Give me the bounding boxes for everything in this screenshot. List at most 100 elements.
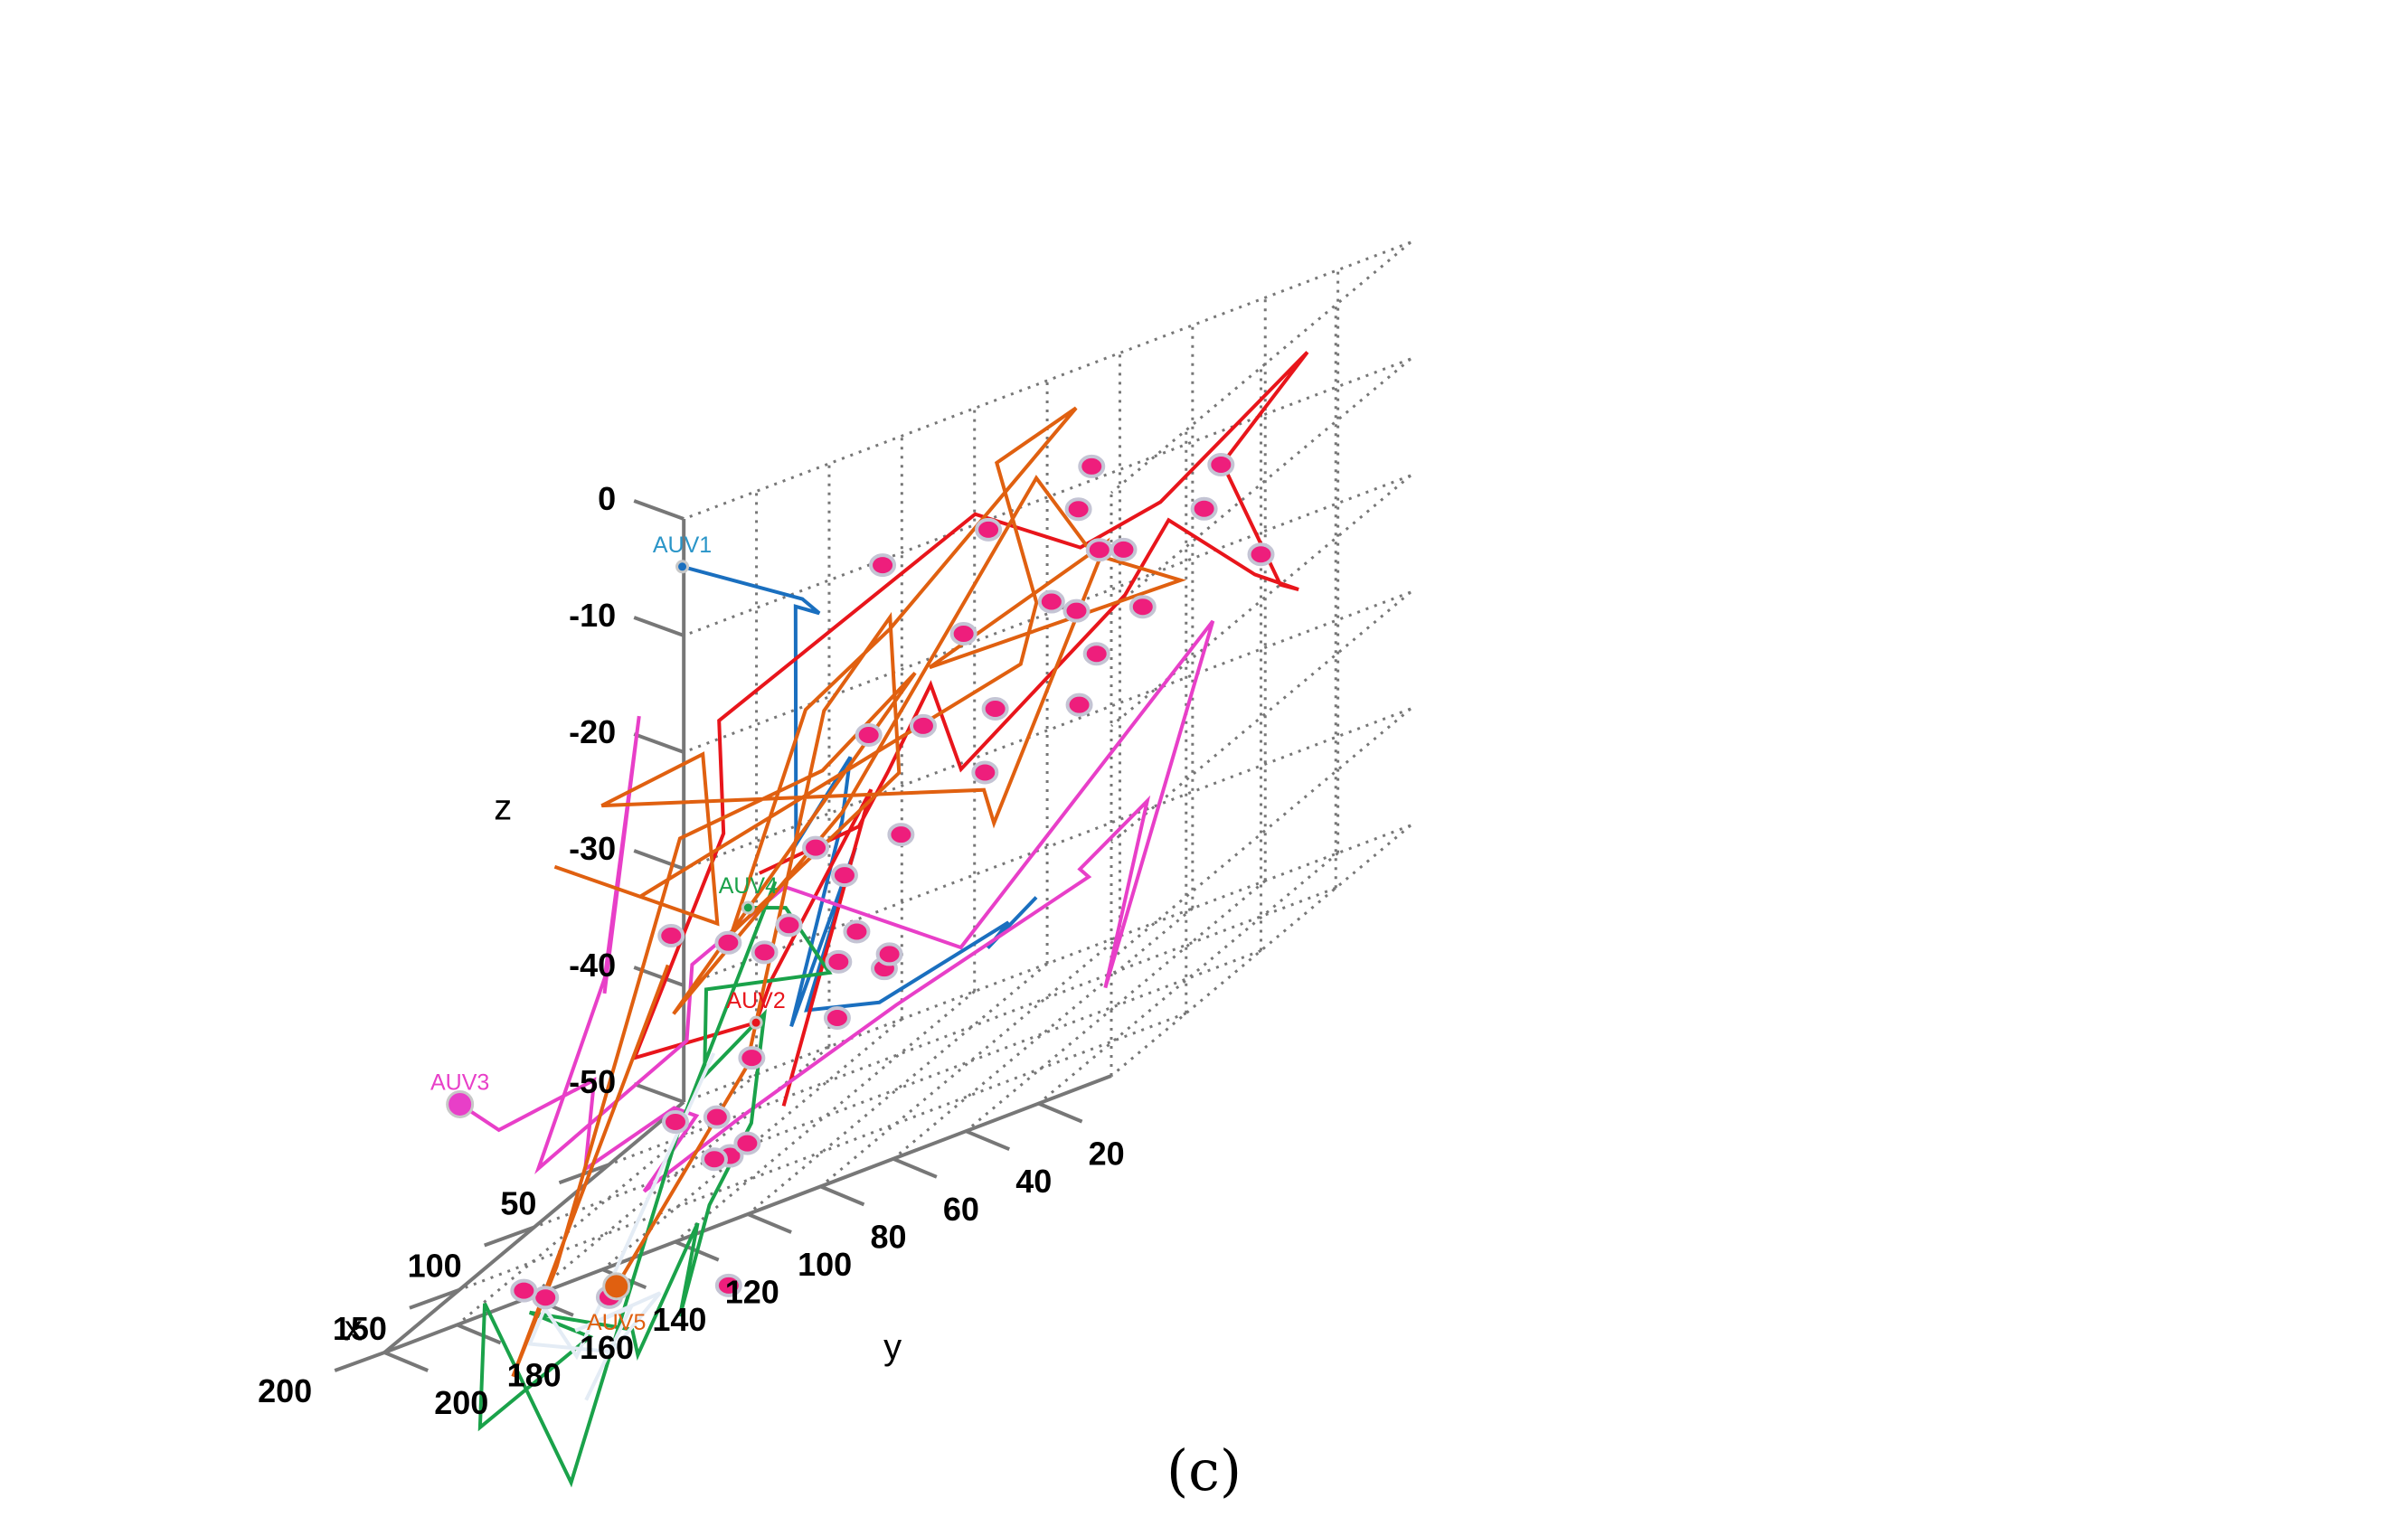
target-point bbox=[843, 919, 871, 944]
y-tick-mark bbox=[383, 1351, 429, 1372]
x-tick-mark bbox=[409, 1287, 460, 1310]
y-tick-label: 200 bbox=[434, 1384, 488, 1421]
target-point bbox=[975, 517, 1003, 542]
target-point bbox=[949, 621, 977, 645]
target-point bbox=[1190, 496, 1218, 521]
z-tick-label: -40 bbox=[569, 947, 616, 984]
target-point bbox=[887, 823, 915, 847]
side-wall-grid-line bbox=[1110, 474, 1412, 728]
z-tick-mark bbox=[633, 1082, 685, 1104]
target-point bbox=[1207, 452, 1235, 476]
target-point bbox=[1082, 642, 1110, 666]
auv-start-marker bbox=[675, 560, 690, 574]
z-tick-label: -10 bbox=[569, 597, 616, 634]
side-wall-grid-line bbox=[1110, 590, 1412, 844]
target-point bbox=[733, 1131, 761, 1155]
target-point bbox=[802, 835, 830, 860]
target-point bbox=[775, 913, 803, 938]
axes bbox=[334, 499, 1112, 1372]
y-tick-mark bbox=[456, 1323, 502, 1345]
y-tick-label: 180 bbox=[507, 1356, 562, 1393]
target-point bbox=[1128, 595, 1157, 619]
target-point bbox=[875, 942, 903, 966]
auv-path bbox=[527, 1052, 716, 1401]
target-point bbox=[981, 696, 1009, 721]
target-point bbox=[751, 940, 779, 965]
z-tick-label: -30 bbox=[569, 830, 616, 867]
y-tick-mark bbox=[747, 1212, 792, 1234]
z-tick-mark bbox=[633, 849, 685, 871]
z-axis-label: z bbox=[494, 788, 512, 828]
auv-label: AUV1 bbox=[653, 532, 712, 558]
target-point bbox=[1110, 537, 1138, 561]
target-point bbox=[738, 1046, 766, 1070]
y-tick-mark bbox=[965, 1129, 1011, 1152]
auv-start-marker bbox=[446, 1089, 475, 1118]
side-wall-grid-line bbox=[1110, 357, 1412, 611]
auv-path bbox=[477, 881, 833, 1488]
y-tick-label: 160 bbox=[580, 1329, 634, 1366]
floor-grid-line bbox=[674, 990, 976, 1243]
y-tick-label: 140 bbox=[652, 1301, 706, 1338]
floor-grid-line bbox=[1037, 852, 1339, 1105]
y-tick-label: 60 bbox=[943, 1191, 979, 1228]
target-point bbox=[825, 949, 853, 974]
x-tick-label: 150 bbox=[333, 1310, 387, 1347]
tick-labels: 0-10-20-30-40-50501001502002040608010012… bbox=[258, 480, 1125, 1421]
auv-start-markers bbox=[446, 560, 763, 1301]
auv-path bbox=[631, 351, 1309, 1107]
auv-start-marker bbox=[602, 1272, 631, 1301]
x-axis-label: x bbox=[345, 1309, 363, 1349]
auv-start-marker bbox=[741, 900, 755, 915]
back-wall-grid-line bbox=[683, 824, 1412, 1104]
floor-grid-line bbox=[601, 1018, 903, 1271]
back-wall-grid-line bbox=[683, 474, 1412, 754]
target-point bbox=[714, 930, 742, 955]
x-tick-label: 200 bbox=[258, 1372, 312, 1409]
floor-grid-line bbox=[747, 962, 1049, 1216]
target-point bbox=[661, 1110, 689, 1135]
back-wall-grid-line bbox=[683, 240, 1412, 521]
x-tick-mark bbox=[484, 1225, 535, 1248]
target-point bbox=[510, 1278, 538, 1303]
floor-grid-line bbox=[965, 880, 1267, 1133]
x-tick-label: 50 bbox=[500, 1184, 536, 1221]
target-points bbox=[510, 452, 1275, 1310]
y-tick-mark bbox=[1037, 1101, 1083, 1124]
back-wall-grid-line bbox=[683, 590, 1412, 871]
target-point bbox=[657, 924, 685, 948]
target-point bbox=[971, 760, 999, 785]
z-tick-label: -50 bbox=[569, 1063, 616, 1100]
y-tick-label: 80 bbox=[870, 1218, 906, 1255]
floor-grid-line bbox=[819, 935, 1121, 1188]
target-point bbox=[855, 722, 883, 747]
floor-grid-line bbox=[892, 907, 1194, 1160]
auv-label: AUV3 bbox=[430, 1070, 489, 1095]
floor-grid-line bbox=[458, 1012, 1187, 1292]
target-point bbox=[1064, 497, 1092, 522]
auv-label: AUV5 bbox=[587, 1310, 646, 1335]
target-point bbox=[1247, 542, 1275, 567]
side-wall-grid-line bbox=[1110, 707, 1412, 961]
figure-caption: (c) bbox=[1166, 1437, 1242, 1503]
y-tick-mark bbox=[819, 1184, 865, 1207]
target-point bbox=[1085, 538, 1113, 562]
z-tick-mark bbox=[633, 616, 685, 637]
target-point bbox=[1065, 693, 1093, 717]
target-point bbox=[869, 553, 897, 578]
auv-path bbox=[682, 564, 1038, 1028]
back-wall-grid-line bbox=[683, 357, 1412, 637]
auv-label: AUV4 bbox=[719, 873, 778, 899]
target-point bbox=[1062, 598, 1091, 623]
target-point bbox=[1078, 454, 1106, 478]
y-tick-mark bbox=[892, 1156, 938, 1179]
y-tick-label: 100 bbox=[798, 1246, 852, 1283]
side-wall-grid-line bbox=[1110, 824, 1412, 1078]
y-tick-label: 40 bbox=[1015, 1163, 1052, 1200]
target-point bbox=[823, 1005, 851, 1030]
target-point bbox=[830, 863, 858, 888]
z-tick-mark bbox=[633, 732, 685, 754]
auv-path bbox=[458, 619, 1215, 1193]
auv-path bbox=[511, 406, 1187, 1378]
target-point bbox=[714, 1273, 742, 1297]
